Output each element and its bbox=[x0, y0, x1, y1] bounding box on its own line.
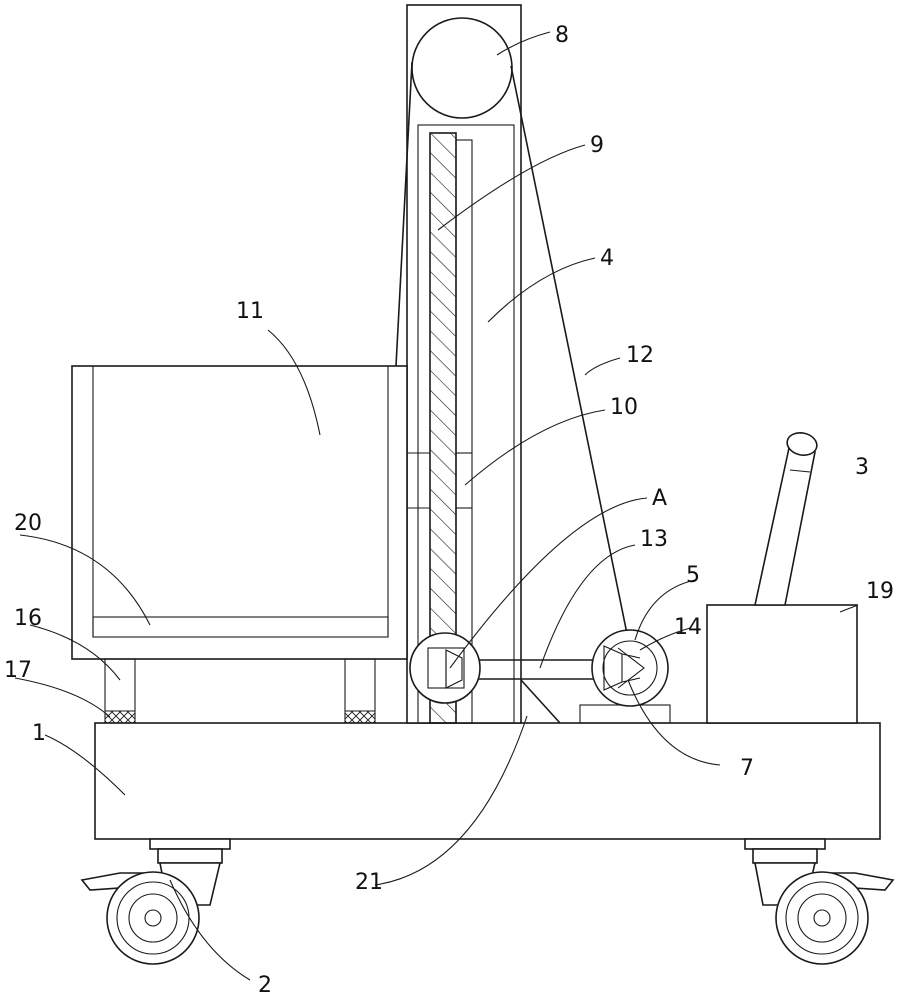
drive-shaft bbox=[472, 659, 605, 724]
base-platform bbox=[94, 722, 881, 840]
label-11: 11 bbox=[236, 299, 264, 324]
damper-pad-left bbox=[104, 710, 136, 724]
label-4: 4 bbox=[600, 246, 614, 271]
label-2: 2 bbox=[258, 973, 272, 998]
lead-screw bbox=[429, 132, 457, 724]
label-5: 5 bbox=[686, 563, 700, 588]
drive-belt bbox=[395, 61, 635, 669]
detail-a-gear bbox=[409, 632, 481, 704]
label-14: 14 bbox=[674, 615, 702, 640]
leader-lines bbox=[14, 31, 859, 981]
label-10: 10 bbox=[610, 395, 638, 420]
support-legs bbox=[104, 658, 376, 724]
top-pulley bbox=[411, 17, 513, 119]
label-12: 12 bbox=[626, 343, 654, 368]
damper-pad-right bbox=[344, 710, 376, 724]
caster-wheel-left bbox=[80, 838, 231, 965]
label-8: 8 bbox=[555, 23, 569, 48]
label-1: 1 bbox=[32, 721, 46, 746]
label-a: A bbox=[652, 486, 667, 511]
label-3: 3 bbox=[855, 455, 869, 480]
label-17: 17 bbox=[4, 658, 32, 683]
push-handle bbox=[754, 431, 818, 606]
label-13: 13 bbox=[640, 527, 668, 552]
label-20: 20 bbox=[14, 511, 42, 536]
motor-unit bbox=[579, 629, 671, 724]
caster-wheel-right bbox=[744, 838, 895, 965]
mast-column bbox=[406, 4, 522, 724]
part-labels: 8 9 4 11 12 10 3 A 20 13 5 19 16 14 17 1… bbox=[4, 23, 894, 998]
label-9: 9 bbox=[590, 133, 604, 158]
label-19: 19 bbox=[866, 579, 894, 604]
label-16: 16 bbox=[14, 606, 42, 631]
control-box bbox=[706, 604, 858, 724]
box-bottom-plate bbox=[92, 616, 389, 638]
label-7: 7 bbox=[740, 756, 754, 781]
label-21: 21 bbox=[355, 870, 383, 895]
storage-box bbox=[71, 365, 408, 660]
